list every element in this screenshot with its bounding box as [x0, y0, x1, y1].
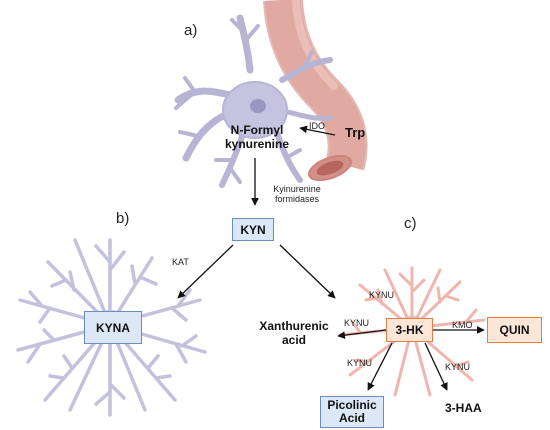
kyna-box: KYNA [84, 311, 142, 344]
panel-label-a: a) [184, 22, 198, 39]
blood-vessel-illustration [263, 0, 368, 182]
arrow-3hk-to-3haa [424, 342, 448, 391]
xanthurenic-line1: Xanthurenic [259, 319, 329, 333]
kmo-label: KMO [452, 320, 473, 330]
kat-label: KAT [172, 257, 189, 267]
picolinic-acid-box: Picolinic Acid [320, 396, 384, 428]
panel-label-c: c) [404, 215, 417, 232]
kyn-box: KYN [232, 218, 274, 241]
kynurenine-formidases-label: Kyinurenine formidases [262, 184, 332, 205]
formidases-line1: Kyinurenine [273, 184, 321, 194]
arrow-kyn-to-3hk [279, 244, 336, 299]
n-formyl-line2: kynurenine [224, 136, 290, 151]
kynu-left-label: KYNU [344, 318, 370, 328]
trp-label: Trp [345, 125, 366, 140]
pathway-arrows [177, 125, 485, 391]
panel-label-b: b) [116, 210, 130, 227]
arrow-3hk-to-picolinic [367, 342, 393, 391]
ido-label: IDO [309, 121, 326, 131]
picolinic-line2: Acid [338, 411, 365, 425]
xanthurenic-acid-label: Xanthurenic acid [254, 319, 334, 348]
n-formyl-line1: N-Formyl [230, 123, 284, 137]
picolinic-line1: Picolinic [327, 397, 377, 412]
xanthurenic-line2: acid [281, 332, 306, 347]
three-haa-label: 3-HAA [445, 401, 482, 415]
neuron-cell-illustration [174, 14, 333, 188]
kynu-top-label: KYNU [369, 290, 395, 300]
arrow-kyn-to-kyna [177, 244, 234, 299]
kynu-bottom-right-label: KYNU [445, 362, 471, 372]
n-formyl-kynurenine-label: N-Formyl kynurenine [222, 123, 292, 152]
three-hk-box: 3-HK [386, 318, 433, 342]
arrow-3hk-to-xanthurenic [337, 329, 387, 339]
quin-box: QUIN [487, 317, 542, 343]
kynu-bottom-left-label: KYNU [347, 358, 373, 368]
arrow-trp-to-nfk [299, 125, 336, 136]
formidases-line2: formidases [274, 194, 319, 205]
